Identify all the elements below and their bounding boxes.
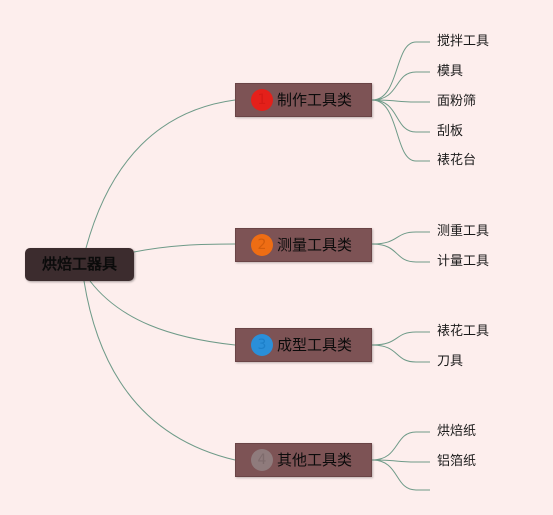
connector-branch-3-to-leaf-2: [371, 344, 430, 363]
connector-branch-4-to-leaf-2: [371, 459, 430, 463]
connector-root-to-branch-3: [89, 280, 236, 346]
badge-number: 4: [257, 452, 267, 468]
connector-branch-3-to-leaf-1: [371, 331, 430, 346]
badge-number: 1: [257, 92, 267, 108]
branch-topic-label: 制作工具类: [277, 91, 353, 109]
connector-branch-1-to-leaf-4: [371, 99, 430, 133]
connector-branch-4-to-leaf-3: [371, 459, 430, 491]
root-topic-label: 烘焙工器具: [41, 255, 117, 273]
leaf-topic[interactable]: 面粉筛: [437, 94, 477, 109]
leaf-topic[interactable]: 烘焙纸: [437, 424, 477, 439]
branch-topic-2[interactable]: 2 测量工具类: [235, 228, 372, 262]
number-badge-icon: 1: [251, 89, 273, 111]
leaf-topic[interactable]: 测重工具: [437, 224, 490, 239]
leaf-topic[interactable]: 模具: [437, 64, 464, 79]
number-badge-icon: 4: [251, 449, 273, 471]
connector-branch-1-to-leaf-5: [371, 99, 430, 162]
leaf-topic[interactable]: 刮板: [437, 124, 464, 139]
badge-number: 2: [257, 237, 267, 253]
number-badge-icon: 2: [251, 234, 273, 256]
leaf-topic[interactable]: 刀具: [437, 354, 464, 369]
leaf-topic[interactable]: 裱花台: [437, 153, 477, 168]
connector-branch-2-to-leaf-2: [371, 243, 430, 263]
leaf-topic[interactable]: 计量工具: [437, 254, 490, 269]
branch-topic-label: 其他工具类: [277, 451, 353, 469]
connector-branch-1-to-leaf-2: [371, 71, 430, 101]
badge-number: 3: [257, 337, 267, 353]
connector-branch-1-to-leaf-1: [371, 41, 430, 101]
leaf-topic[interactable]: 裱花工具: [437, 324, 490, 339]
connector-branch-4-to-leaf-1: [371, 431, 430, 461]
root-topic[interactable]: 烘焙工器具: [25, 248, 134, 281]
branch-topic-label: 成型工具类: [277, 336, 353, 354]
branch-topic-3[interactable]: 3 成型工具类: [235, 328, 372, 362]
branch-topic-4[interactable]: 4 其他工具类: [235, 443, 372, 477]
connector-root-to-branch-4: [83, 280, 236, 461]
leaf-topic[interactable]: 搅拌工具: [437, 34, 490, 49]
connector-branch-2-to-leaf-1: [371, 231, 430, 245]
leaf-topic[interactable]: 铝箔纸: [437, 454, 477, 469]
branch-topic-1[interactable]: 1 制作工具类: [235, 83, 372, 117]
connector-root-to-branch-1: [85, 99, 236, 249]
connector-branch-1-to-leaf-3: [371, 99, 430, 103]
number-badge-icon: 3: [251, 334, 273, 356]
branch-topic-label: 测量工具类: [277, 236, 353, 254]
connector-root-to-branch-2: [133, 243, 236, 253]
